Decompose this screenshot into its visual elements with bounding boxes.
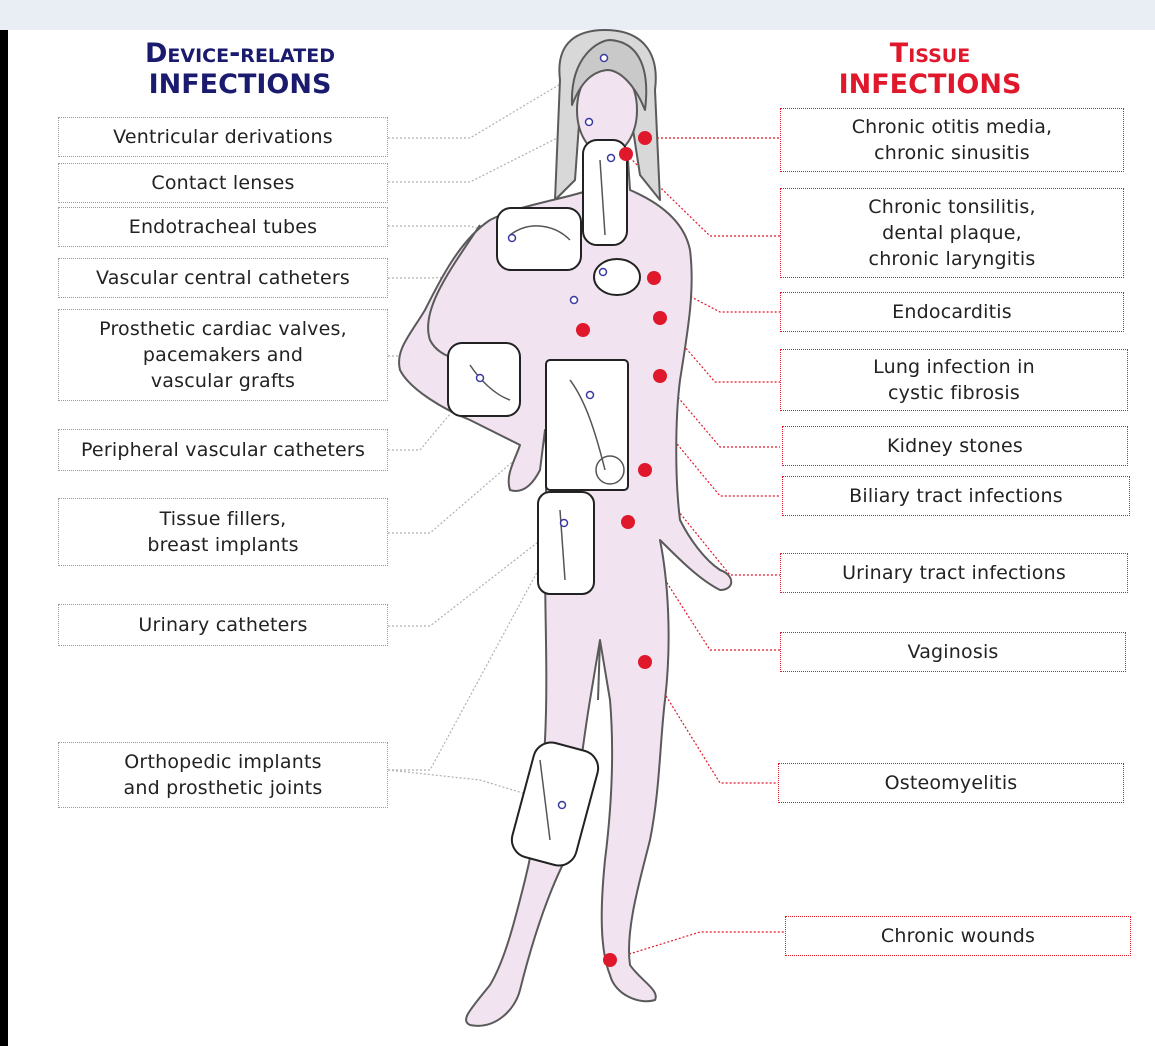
label-chronic-otitis-media: Chronic otitis media, chronic sinusitis	[780, 108, 1124, 172]
device-header-line1: Device-related	[95, 38, 385, 69]
label-line: Lung infection in	[873, 354, 1035, 380]
label-endotracheal-tubes: Endotracheal tubes	[58, 207, 388, 247]
label-line: Orthopedic implants	[124, 749, 321, 775]
label-urinary-tract-infections: Urinary tract infections	[780, 553, 1128, 593]
label-chronic-wounds: Chronic wounds	[785, 916, 1131, 956]
label-line: Ventricular derivations	[113, 124, 333, 150]
label-line: Vascular central catheters	[96, 265, 350, 291]
label-line: Contact lenses	[151, 170, 294, 196]
tissue-infections-header: Tissue infections	[830, 38, 1030, 100]
label-vascular-central-catheters: Vascular central catheters	[58, 258, 388, 298]
label-line: vascular grafts	[151, 368, 295, 394]
device-related-header: Device-related infections	[95, 38, 385, 100]
label-line: cystic fibrosis	[888, 380, 1020, 406]
label-line: Tissue fillers,	[160, 506, 287, 532]
label-kidney-stones: Kidney stones	[782, 426, 1128, 466]
label-peripheral-vascular-catheters: Peripheral vascular catheters	[58, 429, 388, 471]
label-line: Prosthetic cardiac valves,	[99, 316, 347, 342]
label-line: Peripheral vascular catheters	[81, 437, 365, 463]
device-header-line2: infections	[95, 69, 385, 100]
label-line: Biliary tract infections	[849, 483, 1063, 509]
label-line: Chronic otitis media,	[852, 114, 1053, 140]
tissue-header-line1: Tissue	[830, 38, 1030, 69]
label-orthopedic-implants: Orthopedic implants and prosthetic joint…	[58, 742, 388, 808]
label-line: chronic laryngitis	[869, 246, 1036, 272]
label-line: pacemakers and	[143, 342, 303, 368]
label-urinary-catheters: Urinary catheters	[58, 604, 388, 646]
label-line: dental plaque,	[882, 220, 1022, 246]
label-line: Urinary tract infections	[842, 560, 1066, 586]
label-chronic-tonsilitis: Chronic tonsilitis, dental plaque, chron…	[780, 188, 1124, 278]
label-line: Chronic wounds	[881, 923, 1035, 949]
label-line: Vaginosis	[907, 639, 998, 665]
label-endocarditis: Endocarditis	[780, 292, 1124, 332]
label-prosthetic-cardiac-valves: Prosthetic cardiac valves, pacemakers an…	[58, 309, 388, 401]
label-biliary-tract-infections: Biliary tract infections	[782, 476, 1130, 516]
label-line: and prosthetic joints	[124, 775, 323, 801]
label-line: Kidney stones	[887, 433, 1023, 459]
label-line: Endotracheal tubes	[129, 214, 318, 240]
label-line: breast implants	[147, 532, 298, 558]
label-vaginosis: Vaginosis	[780, 632, 1126, 672]
label-line: chronic sinusitis	[874, 140, 1030, 166]
label-osteomyelitis: Osteomyelitis	[778, 763, 1124, 803]
label-tissue-fillers: Tissue fillers, breast implants	[58, 498, 388, 566]
label-ventricular-derivations: Ventricular derivations	[58, 117, 388, 157]
label-line: Urinary catheters	[138, 612, 307, 638]
label-line: Chronic tonsilitis,	[868, 194, 1035, 220]
label-line: Osteomyelitis	[885, 770, 1018, 796]
tissue-header-line2: infections	[830, 69, 1030, 100]
label-contact-lenses: Contact lenses	[58, 163, 388, 203]
label-line: Endocarditis	[892, 299, 1012, 325]
label-lung-infection: Lung infection in cystic fibrosis	[780, 349, 1128, 411]
